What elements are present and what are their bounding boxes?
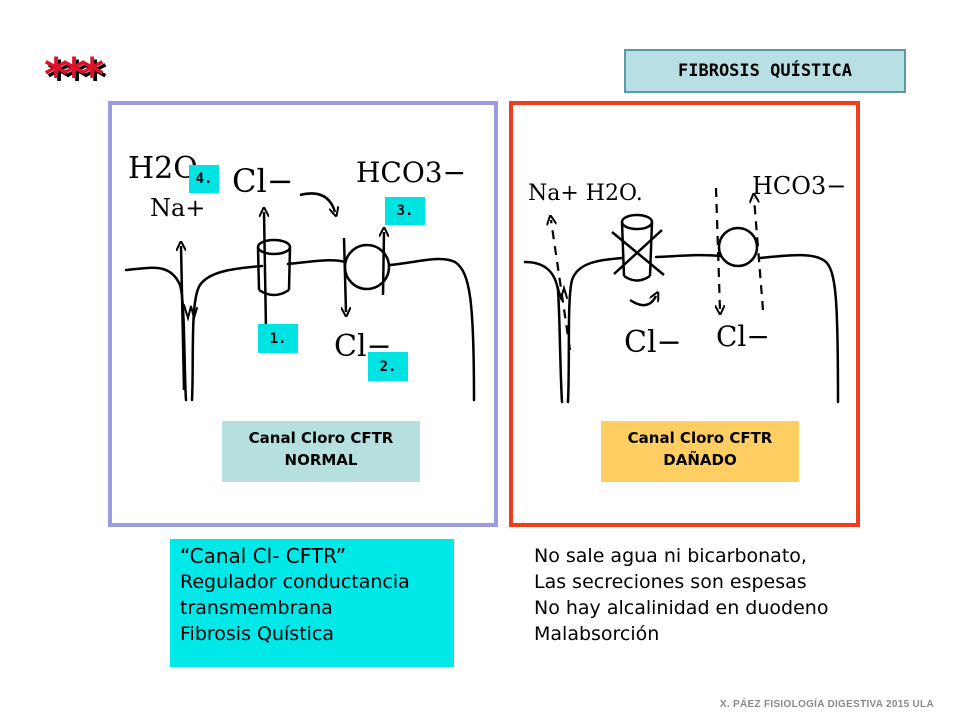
blocked-water-arrow — [551, 220, 572, 351]
sodium-label: Na+ — [150, 194, 205, 222]
cftr-info-line: Fibrosis Quística — [180, 623, 335, 645]
coupling-curve-arrow — [299, 192, 335, 212]
damaged-cell-membrane — [523, 253, 840, 404]
effect-line: No hay alcalinidad en duodeno — [534, 597, 829, 619]
cftr-info-line: Regulador conductancia — [180, 571, 410, 593]
normal-cftr-channel — [256, 238, 292, 297]
normal-cftr-panel — [108, 101, 498, 527]
chloride-retained-curve-arrow — [629, 296, 656, 307]
effect-line: No sale agua ni bicarbonato, — [534, 545, 807, 567]
page-title: FIBROSIS QUÍSTICA — [624, 49, 906, 93]
blocked-bicarbonate-arrow — [754, 198, 765, 311]
damaged-bicarbonate-exchanger — [717, 226, 759, 268]
cftr-info-line: transmembrana — [180, 597, 333, 619]
damaged-caption-line2: DAÑADO — [663, 451, 737, 469]
step-label-2: 2. — [368, 352, 408, 381]
damaged-chloride-right-label: Cl− — [716, 320, 770, 353]
water-sodium-out-arrow — [181, 246, 184, 391]
damaged-chloride-left-label: Cl− — [624, 325, 682, 360]
chloride-top-label: Cl− — [232, 162, 294, 200]
step-label-3: 3. — [385, 197, 425, 225]
normal-caption: Canal Cloro CFTR NORMAL — [222, 421, 420, 482]
damaged-caption-line1: Canal Cloro CFTR — [627, 429, 773, 447]
footer-credit: X. PÁEZ FISIOLOGÍA DIGESTIVA 2015 ULA — [719, 699, 934, 710]
cftr-info-box: “Canal Cl- CFTR” Regulador conductancia … — [170, 539, 454, 667]
sodium-water-label: Na+ H2O. — [528, 181, 643, 206]
normal-caption-line2: NORMAL — [284, 451, 358, 469]
effect-line: Malabsorción — [534, 623, 660, 645]
damaged-caption: Canal Cloro CFTR DAÑADO — [601, 421, 799, 482]
damaged-cftr-panel — [509, 101, 860, 527]
water-label: H2O — [128, 151, 198, 186]
stars-decoration: *** — [44, 48, 104, 102]
damaged-cftr-channel — [611, 213, 665, 282]
bicarbonate-out-arrow — [383, 232, 384, 296]
damaged-bicarbonate-label: HCO3− — [752, 172, 846, 200]
normal-cell-membrane — [124, 257, 476, 402]
step-label-4: 4. — [189, 165, 219, 193]
cftr-info-line: “Canal Cl- CFTR” — [180, 544, 347, 568]
bicarbonate-label: HCO3− — [356, 156, 466, 189]
effects-list: No sale agua ni bicarbonato, Las secreci… — [534, 543, 924, 647]
effect-line: Las secreciones son espesas — [534, 571, 807, 593]
chloride-out-arrow — [264, 212, 266, 331]
blocked-chloride-arrow — [716, 187, 720, 310]
chloride-in-arrow — [344, 237, 346, 312]
step-label-1: 1. — [258, 324, 298, 353]
normal-caption-line1: Canal Cloro CFTR — [248, 429, 394, 447]
